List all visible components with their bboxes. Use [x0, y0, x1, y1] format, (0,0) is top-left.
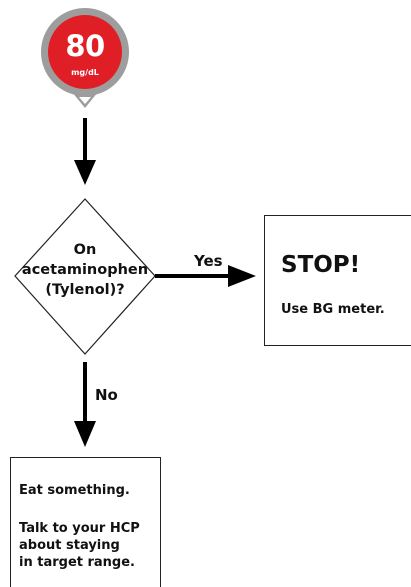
stop-box: STOP! Use BG meter.: [264, 215, 411, 346]
eat-line-4: in target range.: [19, 555, 135, 570]
decision-question: On acetaminophen (Tylenol)?: [10, 240, 160, 300]
decision-line-2: acetaminophen: [21, 262, 149, 278]
stop-instruction: Use BG meter.: [281, 302, 385, 317]
decision-diamond: [14, 198, 156, 355]
arrow-badge-to-decision: [74, 118, 96, 185]
glucose-unit: mg/dL: [71, 68, 99, 77]
stop-title: STOP!: [281, 252, 361, 278]
eat-line-2: Talk to your HCP: [19, 521, 140, 536]
arrow-yes: [155, 265, 256, 287]
decision-line-3: (Tylenol)?: [45, 282, 125, 298]
glucose-value: 80: [65, 29, 105, 63]
eat-line-3: about staying: [19, 538, 120, 553]
yes-label: Yes: [194, 252, 223, 270]
glucose-pin-icon: [40, 8, 129, 108]
eat-box: Eat something. Talk to your HCP about st…: [10, 457, 161, 587]
eat-line-1: Eat something.: [19, 483, 130, 498]
pin-notch: [79, 97, 91, 104]
decision-line-1: On: [73, 242, 97, 258]
arrow-no: [74, 362, 96, 447]
no-label: No: [95, 386, 118, 404]
pin-inner: [48, 15, 122, 89]
